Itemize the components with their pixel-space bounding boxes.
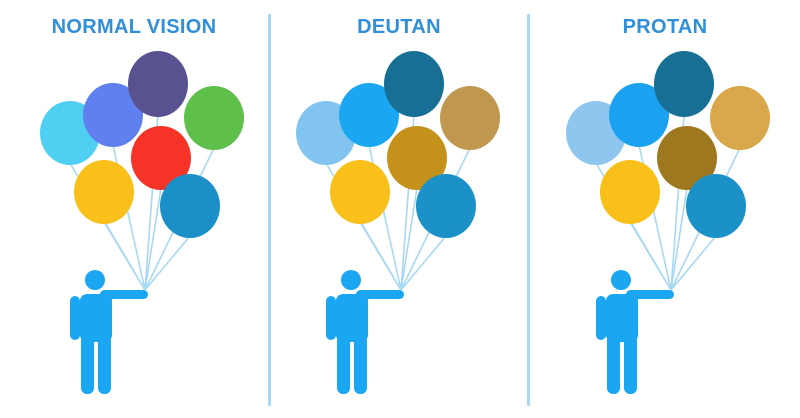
panel-normal-vision: NORMAL VISION bbox=[0, 0, 268, 418]
balloon bbox=[74, 160, 134, 224]
balloon-illustration bbox=[296, 51, 500, 394]
balloon-string bbox=[144, 235, 191, 291]
balloon-string bbox=[400, 187, 418, 291]
balloon-illustration bbox=[40, 51, 244, 394]
balloon bbox=[710, 86, 770, 150]
balloon bbox=[600, 160, 660, 224]
balloon bbox=[686, 174, 746, 238]
balloon-string bbox=[670, 235, 717, 291]
person-icon bbox=[596, 270, 674, 394]
panel-title: PROTAN bbox=[622, 16, 708, 38]
panel-title: NORMAL VISION bbox=[51, 16, 217, 38]
balloon bbox=[160, 174, 220, 238]
balloon bbox=[387, 126, 447, 190]
panel-protan: PROTAN bbox=[530, 0, 800, 418]
balloon bbox=[330, 160, 390, 224]
person-icon bbox=[326, 270, 404, 394]
balloon-string bbox=[144, 187, 162, 291]
person-icon bbox=[70, 270, 148, 394]
panel-title: DEUTAN bbox=[357, 16, 441, 38]
divider bbox=[268, 14, 271, 406]
balloon bbox=[657, 126, 717, 190]
balloon bbox=[654, 51, 714, 117]
balloon-string bbox=[103, 221, 146, 291]
balloon-illustration bbox=[566, 51, 770, 394]
balloon-string bbox=[670, 187, 688, 291]
balloon bbox=[131, 126, 191, 190]
balloon bbox=[609, 83, 669, 147]
balloon bbox=[339, 83, 399, 147]
balloon bbox=[440, 86, 500, 150]
balloon bbox=[184, 86, 244, 150]
balloon bbox=[83, 83, 143, 147]
balloon bbox=[384, 51, 444, 117]
panel-deutan: DEUTAN bbox=[271, 0, 527, 418]
balloon-string bbox=[629, 221, 672, 291]
balloon bbox=[128, 51, 188, 117]
balloon-string bbox=[400, 235, 447, 291]
balloon bbox=[416, 174, 476, 238]
divider bbox=[527, 14, 530, 406]
balloon-string bbox=[359, 221, 402, 291]
